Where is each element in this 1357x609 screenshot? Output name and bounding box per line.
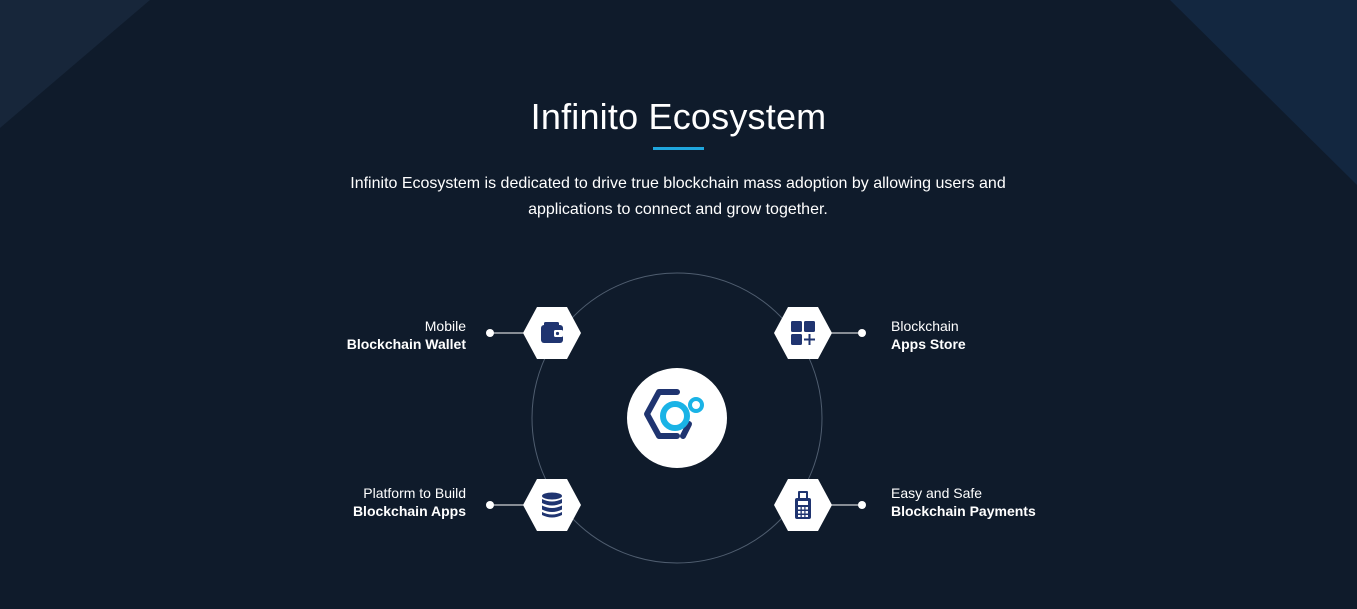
- ecosystem-node-wallet[interactable]: [523, 307, 581, 359]
- connector-dot-apps-store: [858, 329, 866, 337]
- node-label-payments: Easy and Safe Blockchain Payments: [891, 485, 1036, 519]
- connector-dot-payments: [858, 501, 866, 509]
- page-title: Infinito Ecosystem: [530, 96, 827, 137]
- node-label-wallet: Mobile Blockchain Wallet: [346, 318, 466, 352]
- orbit-ring: [531, 272, 823, 564]
- apps-grid-icon: [791, 321, 815, 345]
- connector-dot-wallet: [486, 329, 494, 337]
- connector-dot-platform: [486, 501, 494, 509]
- payment-terminal-icon: [795, 491, 811, 519]
- node-label-apps-store: Blockchain Apps Store: [891, 318, 966, 352]
- database-icon: [542, 492, 562, 518]
- ecosystem-node-payments[interactable]: [774, 479, 832, 531]
- page-description: Infinito Ecosystem is dedicated to drive…: [350, 175, 1006, 218]
- center-logo: [627, 368, 727, 468]
- node-label-platform: Platform to Build Blockchain Apps: [352, 485, 466, 519]
- title-underline: [653, 147, 704, 150]
- ecosystem-node-platform[interactable]: [523, 479, 581, 531]
- ecosystem-node-apps-store[interactable]: [774, 307, 832, 359]
- wallet-icon: [541, 322, 563, 343]
- infinito-logo-icon: [644, 389, 704, 439]
